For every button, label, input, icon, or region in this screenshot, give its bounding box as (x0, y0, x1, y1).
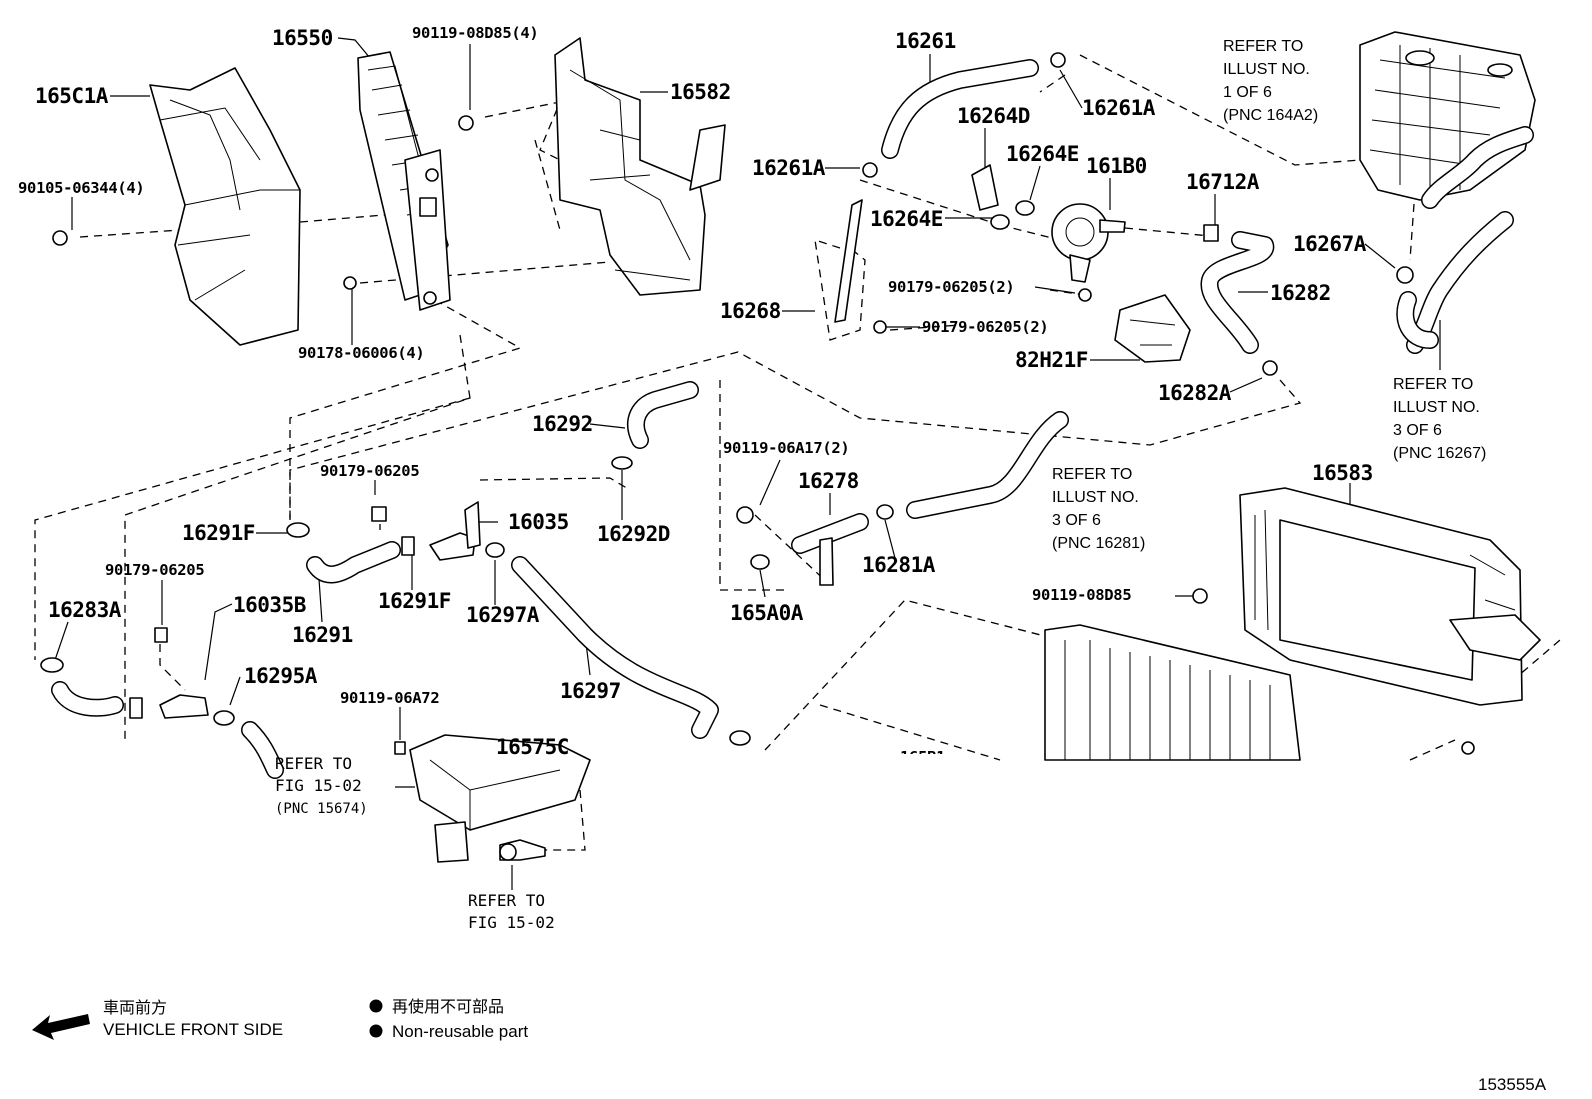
label-16297A: 16297A (466, 603, 540, 627)
label-90179-06205-b: 90179-06205 (105, 561, 204, 579)
label-16712A: 16712A (1186, 170, 1260, 194)
refer-16267-line2: ILLUST NO. (1393, 399, 1480, 416)
label-90119-06A72: 90119-06A72 (340, 689, 439, 707)
label-165A0A: 165A0A (730, 601, 804, 625)
label-16264E-top: 16264E (1006, 142, 1079, 166)
label-90178-06006-4: 90178-06006(4) (298, 344, 424, 362)
label-16550: 16550 (272, 26, 333, 50)
label-165C1A: 165C1A (35, 84, 109, 108)
tray-16575C-illustration (394, 734, 591, 863)
label-16035: 16035 (508, 510, 569, 534)
label-16268: 16268 (720, 299, 781, 323)
label-16575C: 16575C (496, 735, 569, 759)
legend-non-reusable-jp: 再使用不可部品 (392, 997, 504, 1016)
label-16291F-b: 16291F (378, 589, 451, 613)
label-90119-08D85: 90119-08D85 (1032, 586, 1131, 604)
refer-15674-line2: FIG 15-02 (275, 776, 362, 795)
fasteners-illustration (52, 115, 887, 334)
reservoir-tank-illustration (1359, 31, 1536, 209)
pump-161B0-illustration (971, 164, 1126, 302)
label-16282: 16282 (1270, 281, 1331, 305)
label-90179-06205-2-b: 90179-06205(2) (922, 318, 1048, 336)
label-165B1-partial: 165B1 (900, 748, 945, 766)
refer-16267-line1: REFER TO (1393, 376, 1473, 393)
label-16295A: 16295A (244, 664, 318, 688)
refer-16281-line4: (PNC 16281) (1052, 535, 1145, 552)
label-90105-06344-4: 90105-06344(4) (18, 179, 144, 197)
hose-16261-illustration (834, 52, 1066, 323)
label-16267A: 16267A (1293, 232, 1367, 256)
legend-front-side-en: VEHICLE FRONT SIDE (103, 1020, 283, 1039)
label-90119-08D85-4: 90119-08D85(4) (412, 24, 538, 42)
hose-16283A-illustration (40, 627, 284, 779)
hose-16267A-illustration (1396, 211, 1514, 354)
label-90179-06205-a: 90179-06205 (320, 462, 419, 480)
refer-15674-line3: (PNC 15674) (275, 801, 368, 817)
label-16261A-left: 16261A (752, 156, 826, 180)
label-16264D: 16264D (957, 104, 1030, 128)
label-16261: 16261 (895, 29, 956, 53)
refer-note-1502: REFER TO FIG 15-02 (468, 891, 555, 932)
label-16291F-a: 16291F (182, 521, 255, 545)
label-161B0: 161B0 (1086, 154, 1147, 178)
refer-164A2-line3: 1 OF 6 (1223, 84, 1272, 101)
label-16282A: 16282A (1158, 381, 1232, 405)
label-90179-06205-2-a: 90179-06205(2) (888, 278, 1014, 296)
label-16281A: 16281A (862, 553, 936, 577)
radiator-16550-illustration (357, 51, 451, 311)
non-reusable-dot-icon (369, 1024, 383, 1038)
label-16291: 16291 (292, 623, 353, 647)
legend-non-reusable-en: Non-reusable part (392, 1022, 528, 1041)
refer-164A2-line1: REFER TO (1223, 38, 1303, 55)
refer-1502-line1: REFER TO (468, 891, 545, 910)
label-16582: 16582 (670, 80, 731, 104)
refer-16281-line1: REFER TO (1052, 466, 1132, 483)
label-16292: 16292 (532, 412, 593, 436)
refer-1502-line2: FIG 15-02 (468, 913, 555, 932)
non-reusable-dot-icon (369, 999, 383, 1013)
hose-16292-illustration (611, 381, 699, 470)
refer-note-16267: REFER TO ILLUST NO. 3 OF 6 (PNC 16267) (1393, 376, 1486, 462)
label-16583: 16583 (1312, 461, 1373, 485)
refer-164A2-line2: ILLUST NO. (1223, 61, 1310, 78)
refer-16267-line3: 3 OF 6 (1393, 422, 1442, 439)
label-16035B: 16035B (233, 593, 306, 617)
legend-front-side-jp: 車両前方 (103, 998, 167, 1017)
label-90119-06A17-2: 90119-06A17(2) (723, 439, 849, 457)
frame-16583-illustration (1192, 487, 1541, 706)
legend: 車両前方 VEHICLE FRONT SIDE 再使用不可部品 Non-reus… (32, 997, 528, 1041)
fitting-16035-illustration (286, 501, 505, 561)
bracket-16582-illustration (554, 37, 726, 296)
label-16283A: 16283A (48, 598, 122, 622)
hose-16278-illustration (736, 411, 1069, 586)
part-labels: 165C1A 16550 90119-08D85(4) 16582 90105-… (18, 24, 1373, 759)
hose-16291-illustration (306, 541, 401, 584)
label-16292D: 16292D (597, 522, 670, 546)
refer-16281-line2: ILLUST NO. (1052, 489, 1139, 506)
label-16278: 16278 (798, 469, 859, 493)
label-16297: 16297 (560, 679, 621, 703)
radiator-lower-illustration (1044, 624, 1475, 761)
refer-note-15674: REFER TO FIG 15-02 (PNC 15674) (275, 754, 368, 817)
refer-15674-line1: REFER TO (275, 754, 352, 773)
refer-note-16281: REFER TO ILLUST NO. 3 OF 6 (PNC 16281) (1052, 466, 1145, 552)
shroud-165C1A-illustration (149, 67, 301, 346)
label-16264E-left: 16264E (870, 207, 943, 231)
refer-note-164A2: REFER TO ILLUST NO. 1 OF 6 (PNC 164A2) (1223, 38, 1318, 124)
label-82H21F: 82H21F (1015, 348, 1088, 372)
hose-16282-illustration (1114, 224, 1278, 376)
refer-164A2-line4: (PNC 164A2) (1223, 107, 1318, 124)
refer-16281-line3: 3 OF 6 (1052, 512, 1101, 529)
leader-lines (54, 37, 1441, 890)
illustration-id: 153555A (1478, 1075, 1547, 1094)
front-arrow-icon (32, 1014, 90, 1040)
refer-16267-line4: (PNC 16267) (1393, 445, 1486, 462)
hose-16297-illustration (511, 556, 751, 746)
label-16261A-top: 16261A (1082, 96, 1156, 120)
